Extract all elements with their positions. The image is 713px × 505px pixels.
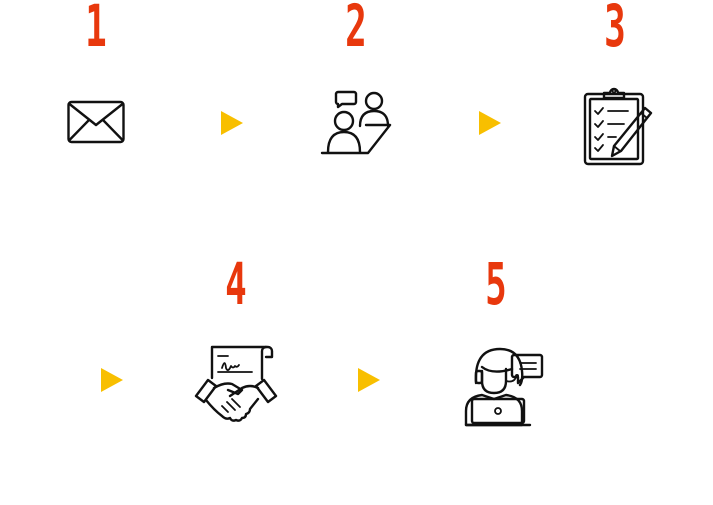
- arrow-3-to-4: [101, 368, 123, 392]
- step-2-number: 2: [345, 0, 367, 60]
- step-5-number: 5: [485, 250, 507, 318]
- envelope-icon: [67, 100, 125, 144]
- step-3-number: 3: [604, 0, 626, 60]
- arrow-4-to-5: [358, 368, 380, 392]
- step-1-number: 1: [85, 0, 107, 60]
- arrow-1-to-2: [221, 111, 243, 135]
- handshake-contract-icon: [194, 342, 278, 426]
- step-4-number: 4: [225, 250, 247, 318]
- clipboard-checklist-icon: [583, 84, 655, 168]
- arrow-2-to-3: [479, 111, 501, 135]
- support-agent-icon: [462, 347, 546, 429]
- meeting-icon: [320, 88, 392, 156]
